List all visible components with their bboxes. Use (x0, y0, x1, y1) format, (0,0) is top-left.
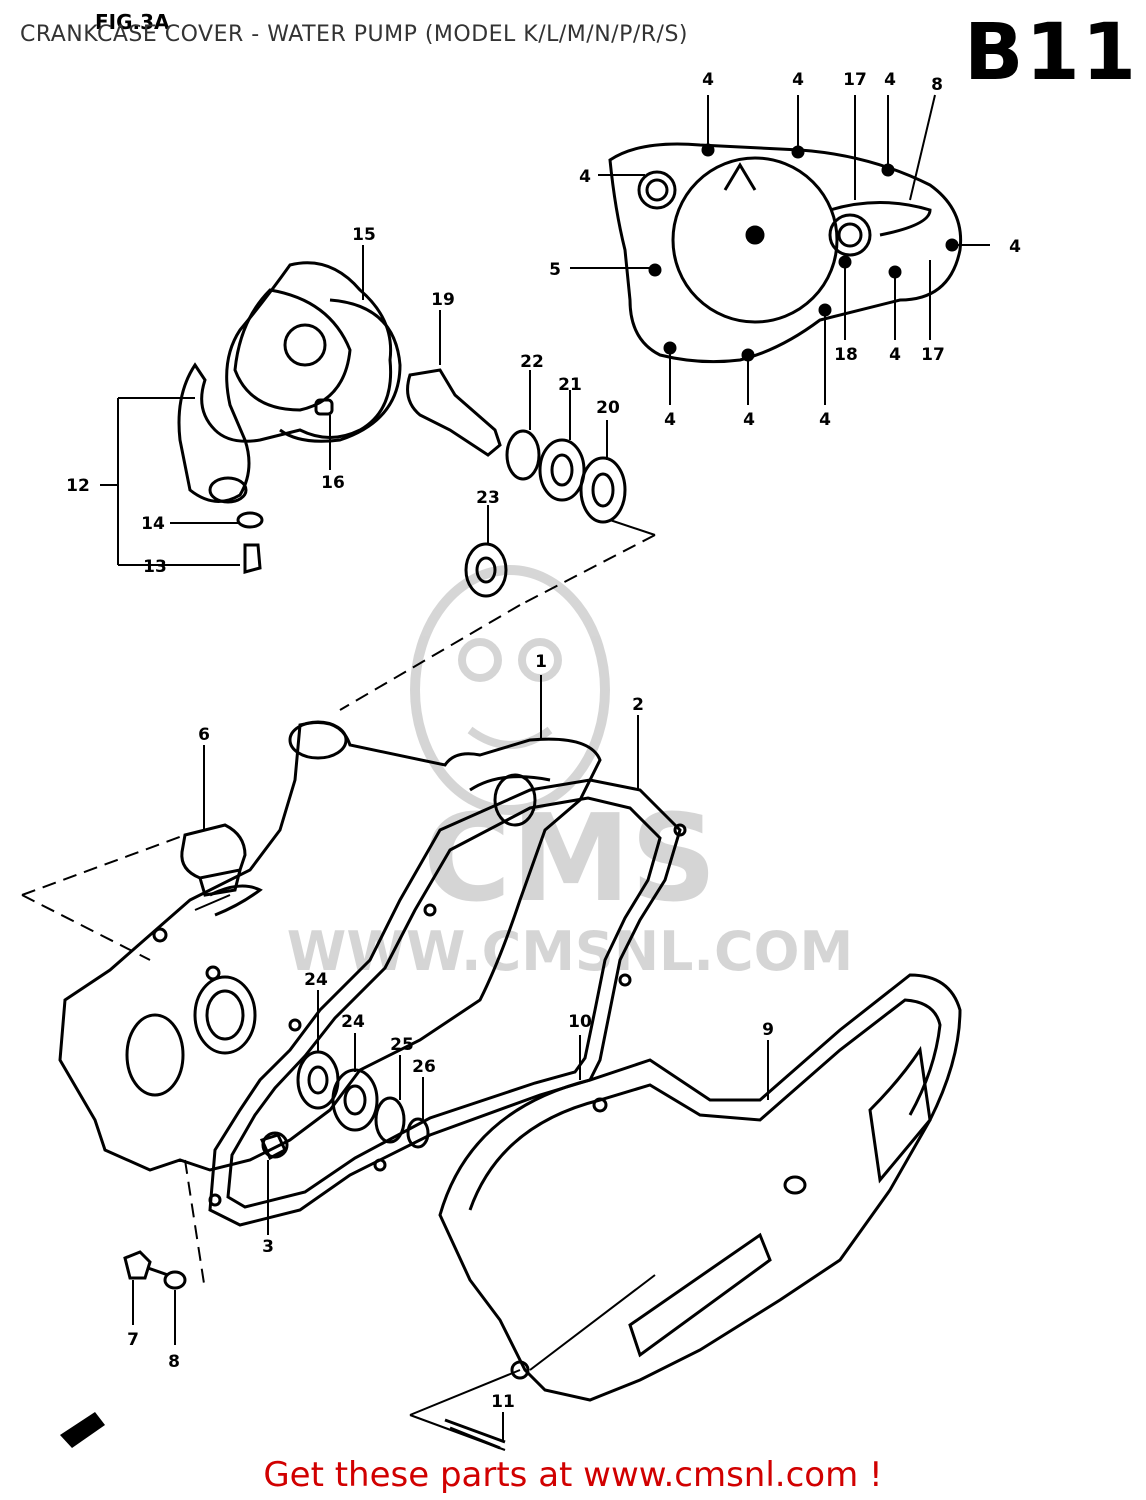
callout-10: 10 (568, 1012, 592, 1032)
callout-24: 24 (341, 1012, 365, 1032)
callout-9: 9 (762, 1020, 774, 1040)
crankcase-cover (58, 720, 602, 1172)
callout-15: 15 (352, 225, 376, 245)
callout-20: 20 (596, 398, 620, 418)
callout-16: 16 (321, 473, 345, 493)
callout-4: 4 (889, 345, 901, 365)
watermark-brand: CMS (423, 790, 717, 929)
callout-21: 21 (558, 375, 582, 395)
callout-7: 7 (127, 1330, 139, 1350)
callout-4: 4 (884, 70, 896, 90)
callout-23: 23 (476, 488, 500, 508)
callout-6: 6 (198, 725, 210, 745)
callout-8: 8 (168, 1352, 180, 1372)
callout-2: 2 (632, 695, 644, 715)
water-pump-shaft-parts (406, 368, 627, 598)
callout-4: 4 (702, 70, 714, 90)
watermark-url: WWW.CMSNL.COM (287, 920, 853, 983)
callout-25: 25 (390, 1035, 414, 1055)
callout-4: 4 (743, 410, 755, 430)
callout-5: 5 (549, 260, 561, 280)
callout-24: 24 (304, 970, 328, 990)
outer-clutch-cover (438, 973, 962, 1402)
callout-4: 4 (579, 167, 591, 187)
callout-8: 8 (931, 75, 943, 95)
callout-17: 17 (843, 70, 867, 90)
front-arrow-icon (60, 1412, 105, 1448)
callout-12: 12 (66, 476, 90, 496)
leader-lines-pump (100, 245, 656, 711)
footer-link[interactable]: Get these parts at www.cmsnl.com ! (263, 1455, 883, 1495)
callout-4: 4 (664, 410, 676, 430)
callout-22: 22 (520, 352, 544, 372)
crankcase-bearings (259, 1050, 430, 1161)
callout-11: 11 (491, 1392, 515, 1412)
callout-4: 4 (1009, 237, 1021, 257)
callout-3: 3 (262, 1237, 274, 1257)
bolts (123, 1250, 506, 1450)
callout-1: 1 (535, 652, 547, 672)
water-pump-cover (608, 142, 963, 364)
diagram-title: CRANKCASE COVER - WATER PUMP (MODEL K/L/… (20, 22, 688, 47)
figure-label: FIG.3A (95, 10, 170, 34)
callout-17: 17 (921, 345, 945, 365)
callout-18: 18 (834, 345, 858, 365)
water-pump-housing (177, 261, 402, 574)
callout-26: 26 (412, 1057, 436, 1077)
callout-13: 13 (143, 557, 167, 577)
leader-lines-crankcase (21, 675, 769, 1451)
oil-filler-cap (180, 823, 247, 897)
callout-19: 19 (431, 290, 455, 310)
callout-4: 4 (819, 410, 831, 430)
callout-4: 4 (792, 70, 804, 90)
cover-gasket (208, 778, 687, 1227)
leader-lines-cover (570, 94, 990, 405)
watermark: CMS WWW.CMSNL.COM (287, 565, 853, 983)
callout-14: 14 (141, 514, 165, 534)
callout-labels: 4 4 17 4 8 4 4 5 18 4 17 4 4 4 15 19 22 … (66, 70, 1021, 1412)
page-code: B11 (964, 8, 1138, 98)
